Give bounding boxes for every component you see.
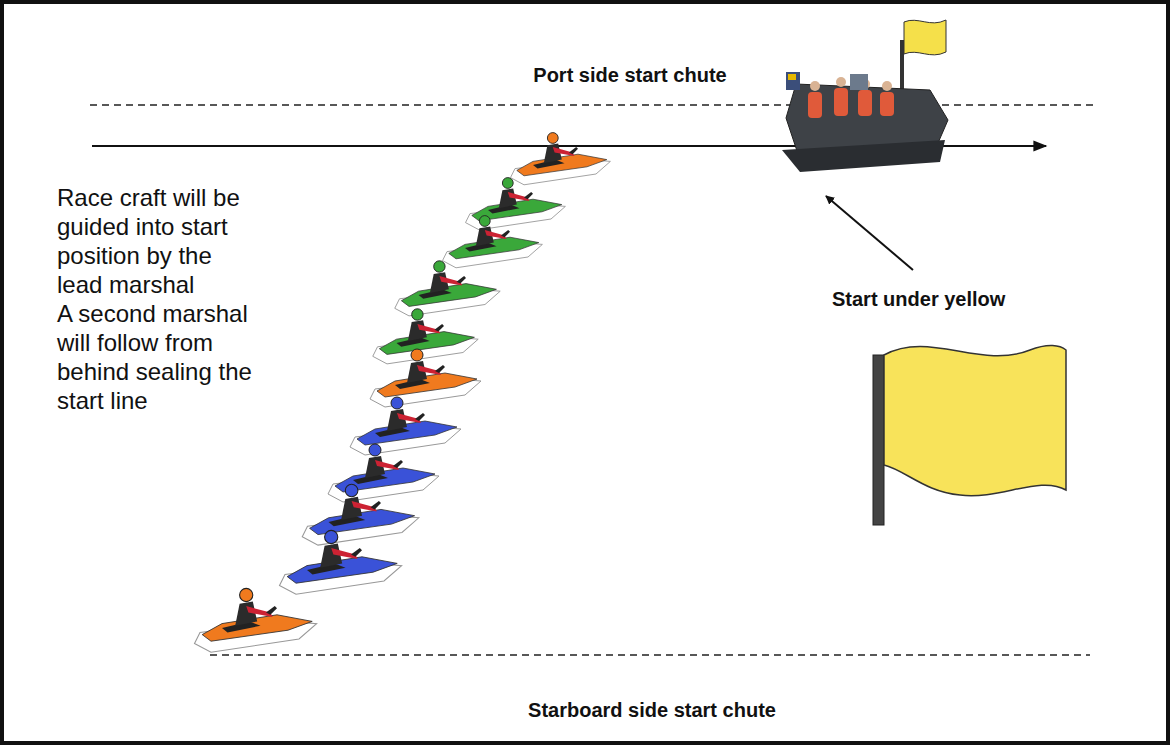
note-text: Race craft will be guided into start pos…: [57, 183, 257, 299]
note-text: A second marshal will follow from behind…: [57, 299, 257, 415]
yellow-flag: [873, 345, 1066, 525]
jet-ski: [373, 309, 478, 364]
port-chute-line: [90, 104, 1095, 106]
chute-label: Starboard side start chute: [528, 699, 776, 722]
jet-ski: [395, 261, 500, 316]
flag-label: Start under yellow: [832, 288, 1005, 311]
marshal-boat: [782, 20, 948, 172]
jet-ski: [350, 397, 461, 455]
jet-ski: [511, 133, 611, 185]
jet-ski: [195, 588, 317, 652]
jet-ski: [443, 216, 543, 268]
jet-ski: [328, 444, 439, 502]
pointer-arrow: [826, 196, 913, 270]
jet-ski-group: [195, 133, 611, 653]
jet-ski: [280, 530, 402, 594]
jet-ski: [302, 484, 419, 545]
starboard-chute-line: [210, 654, 1090, 656]
chute-label: Port side start chute: [533, 64, 726, 87]
jet-ski: [466, 178, 566, 230]
jet-ski: [370, 349, 481, 407]
